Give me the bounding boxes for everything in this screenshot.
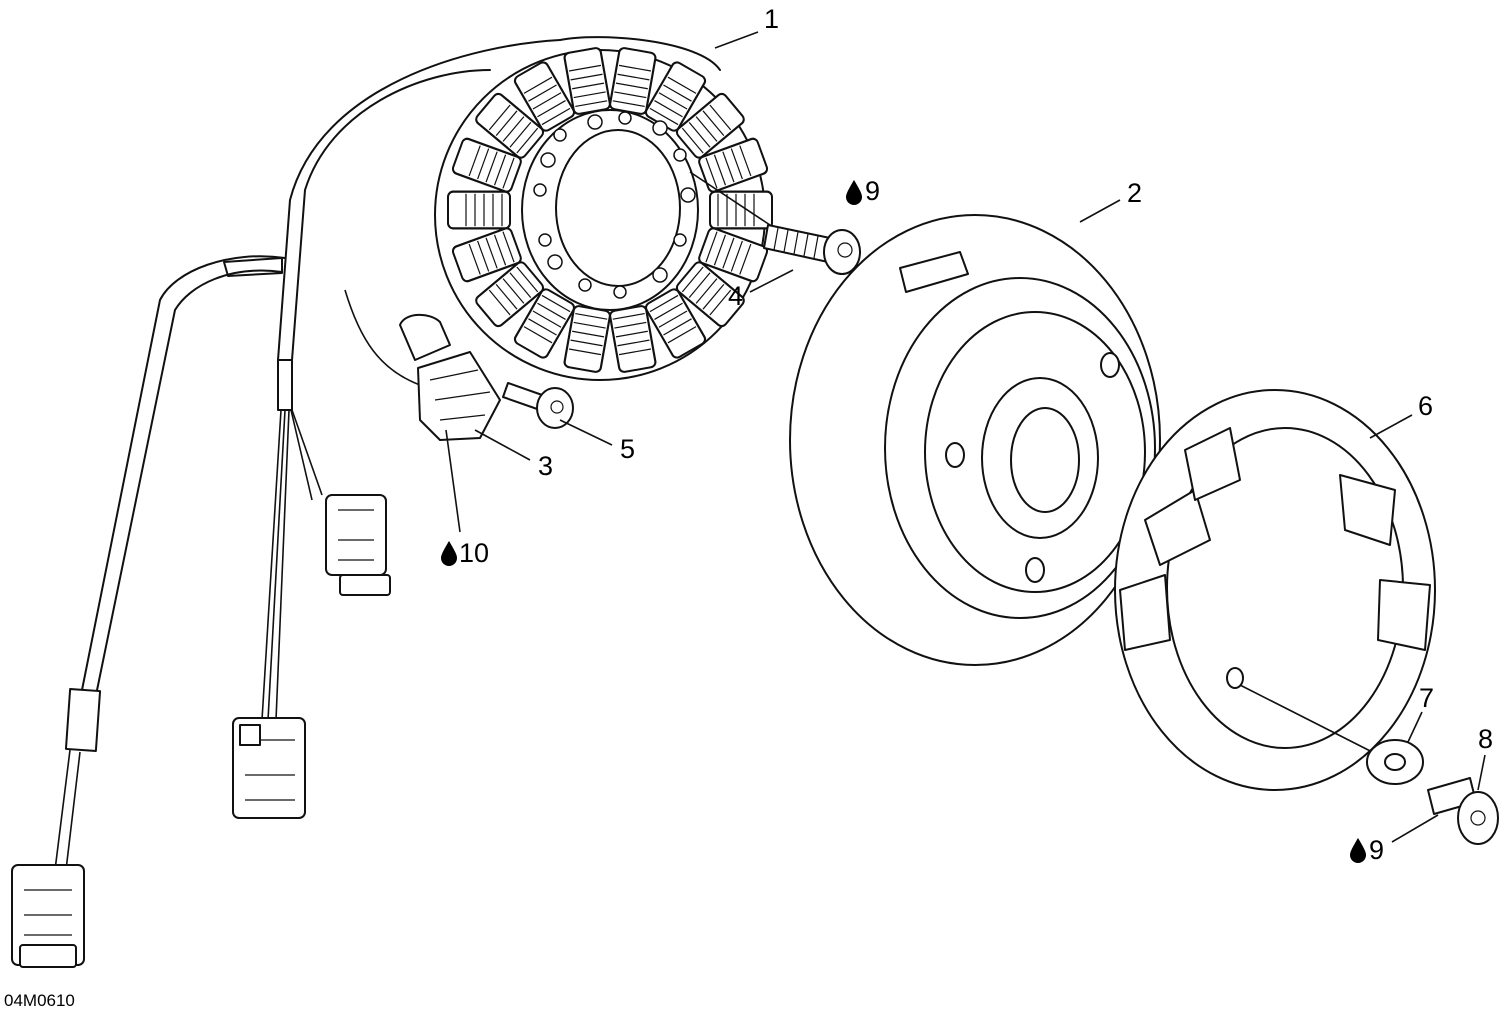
callout-6: 6 [1418, 391, 1433, 421]
callout-8: 8 [1478, 724, 1493, 754]
svg-text:9: 9 [1369, 835, 1384, 865]
screw-4 [689, 171, 861, 275]
stator-coil [644, 288, 707, 359]
stator-coil [451, 137, 522, 193]
stator-coil [709, 190, 773, 230]
ring-gear [1114, 389, 1436, 791]
callout-3: 3 [538, 451, 553, 481]
callout-5: 5 [620, 434, 635, 464]
droplet-icon [846, 180, 862, 205]
trigger-sensor [344, 289, 501, 441]
stator-coil [563, 305, 611, 373]
torque-callout-9a: 9 [846, 176, 880, 206]
stator-coil [698, 227, 769, 283]
screw-8 [1427, 777, 1499, 845]
stator-coil [451, 227, 522, 283]
stator-coil [563, 47, 611, 115]
leader-lines [445, 31, 1486, 843]
stator [434, 47, 773, 381]
torque-callout-10: 10 [441, 538, 489, 568]
screw-5 [502, 382, 574, 429]
stator-coil [675, 261, 745, 328]
stator-coil [475, 92, 545, 159]
washer-7 [1239, 684, 1424, 785]
connector-c [11, 864, 85, 968]
callout-2: 2 [1127, 178, 1142, 208]
stator-coil [675, 92, 745, 159]
wiring-harness [11, 36, 721, 968]
svg-text:9: 9 [865, 176, 880, 206]
droplet-icon [1350, 838, 1366, 863]
drawing-reference: 04M0610 [4, 991, 75, 1010]
stator-coil [513, 61, 576, 132]
torque-callout-9b: 9 [1350, 835, 1384, 865]
callout-4: 4 [728, 281, 743, 311]
svg-text:10: 10 [459, 538, 489, 568]
stator-coil [513, 288, 576, 359]
callout-7: 7 [1419, 683, 1434, 713]
connector-a [325, 494, 391, 596]
rotor [789, 214, 1161, 666]
stator-coil [447, 190, 511, 230]
stator-coil [698, 137, 769, 193]
connector-b [232, 717, 306, 819]
callout-1: 1 [764, 4, 779, 34]
droplet-icon [441, 541, 457, 566]
stator-coil [475, 261, 545, 328]
